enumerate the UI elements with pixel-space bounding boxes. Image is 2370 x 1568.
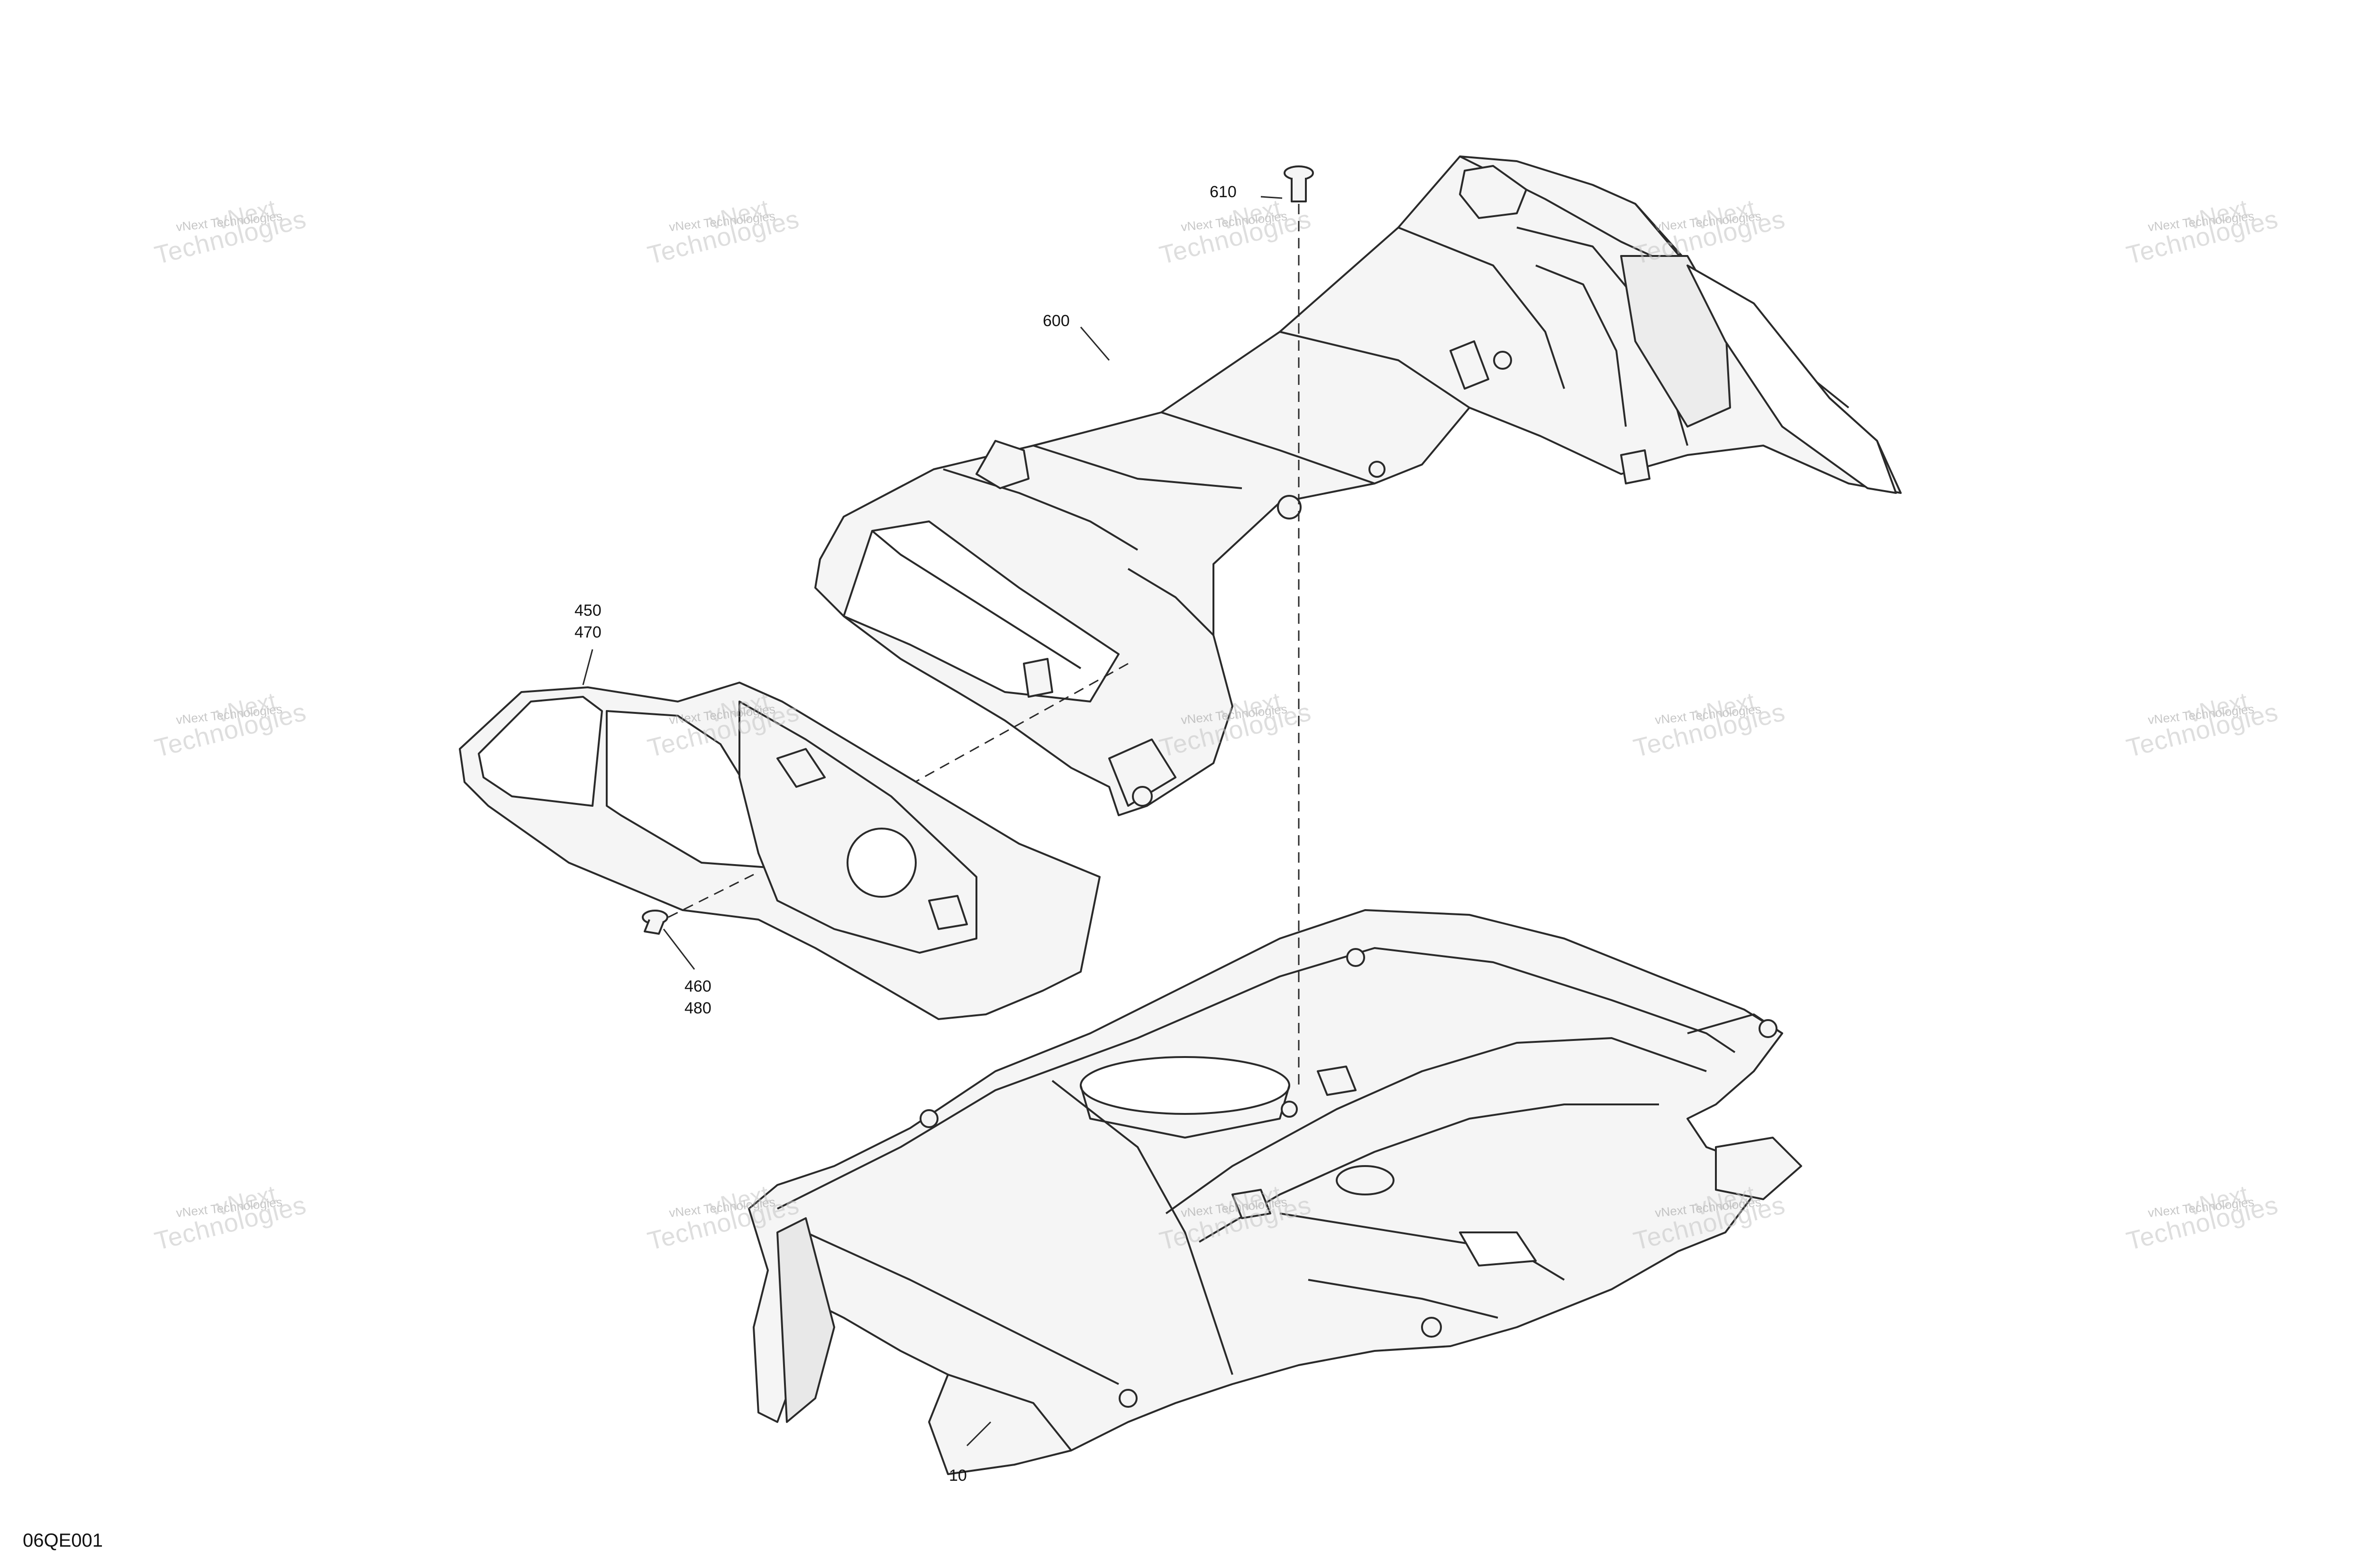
part-600-upper-panel (814, 155, 1902, 816)
drawing-code: 06QE001 (23, 1530, 103, 1551)
callout-460: 460 (684, 977, 711, 995)
part-460-screw (642, 910, 668, 935)
callout-450-470: 450 470 (574, 600, 602, 643)
part-10-lower-frame (748, 909, 1802, 1475)
callout-460-480: 460 480 (684, 975, 711, 1019)
leader-600 (1080, 327, 1110, 361)
part-610-fastener (1284, 165, 1314, 202)
callout-470: 470 (574, 623, 602, 641)
callout-600: 600 (1043, 312, 1070, 330)
leader-10 (966, 1421, 992, 1447)
callout-450: 450 (574, 602, 602, 620)
callout-480: 480 (684, 999, 711, 1017)
assembly-axis-side-panel (914, 663, 1129, 783)
callout-610: 610 (1210, 183, 1237, 201)
leader-610 (1260, 196, 1283, 199)
callout-10: 10 (949, 1467, 967, 1485)
leader-460 (663, 929, 695, 970)
leader-450 (582, 649, 593, 685)
part-450-side-panel (459, 682, 1101, 1020)
